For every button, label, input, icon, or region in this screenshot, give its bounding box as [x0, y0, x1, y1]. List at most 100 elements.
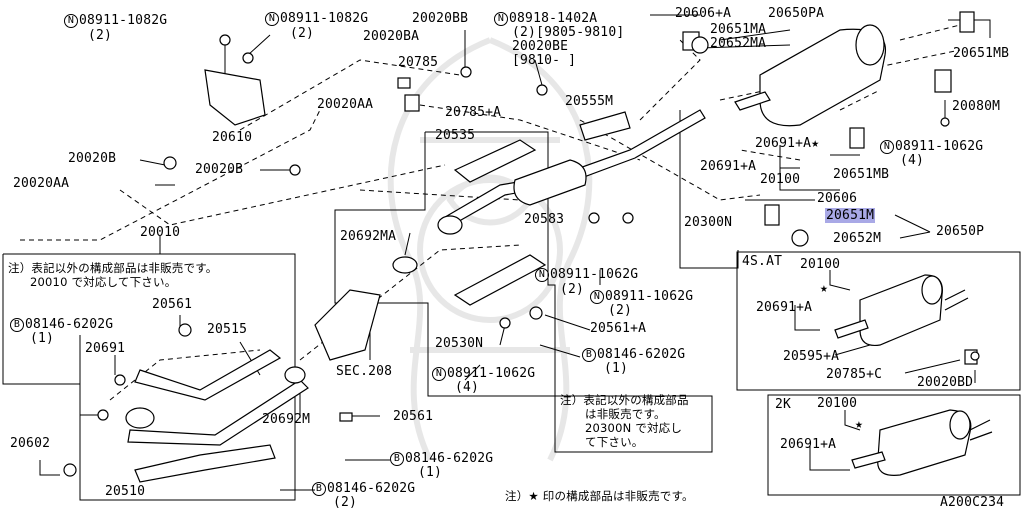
inset-2k-title: 2K [775, 397, 792, 412]
qty-08911-1062g-top: (4) [900, 153, 925, 168]
label-20610: 20610 [212, 130, 253, 145]
circle-n-mark: N [64, 14, 78, 28]
heat-shield-20510 [134, 444, 276, 483]
front-pipe-20515 [134, 349, 282, 401]
label-20650pa: 20650PA [768, 6, 825, 21]
label-20785-plus-a: 20785+A [445, 105, 502, 120]
label-20561-plus-a: 20561+A [590, 321, 647, 336]
inset-2k-20100: 20100 [817, 396, 858, 411]
circle-n-mark: N [880, 140, 894, 154]
heat-shield-20535 [453, 139, 537, 183]
label-20510: 20510 [105, 484, 146, 499]
circle-b-mark: B [10, 318, 24, 332]
label-20535: 20535 [435, 128, 476, 143]
qty-08146-6202g-b: (1) [604, 361, 629, 376]
circle-n-mark: N [535, 268, 549, 282]
label-20606-plus-a: 20606+A [675, 6, 732, 21]
part-number: 08146-6202G [25, 317, 114, 332]
circle-b-mark: B [582, 348, 596, 362]
resonator [513, 159, 587, 206]
center-frame [425, 131, 713, 453]
main-left-frame [2, 253, 296, 501]
part-number: 08911-1062G [895, 139, 984, 154]
inset-2k-20691-plus-a: 20691+A [780, 437, 837, 452]
label-20691: 20691 [85, 341, 126, 356]
label-20080m: 20080M [952, 99, 1001, 114]
label-20651mb-top: 20651MB [953, 46, 1010, 61]
part-number: 08146-6202G [327, 481, 416, 496]
label-20652ma: 20652MA [710, 36, 767, 51]
highlighted-part: 20651M [825, 208, 876, 223]
label-20300n: 20300N [684, 215, 733, 230]
label-20651mb-mid: 20651MB [833, 167, 890, 182]
label-20692ma: 20692MA [340, 229, 397, 244]
label-20651ma: 20651MA [710, 22, 767, 37]
qty-08911-1062g-2b: (2) [608, 303, 633, 318]
label-20020b-a: 20020B [68, 151, 117, 166]
inset-4sat-title: 4S.AT [742, 254, 783, 269]
label-20691-plus-a-mid: 20691+A [700, 159, 757, 174]
bracket-20610 [204, 69, 266, 126]
label-20602: 20602 [10, 436, 51, 451]
label-20652m: 20652M [833, 231, 882, 246]
inset-4sat-20595-plus-a: 20595+A [783, 349, 840, 364]
label-20020aa: 20020AA [317, 97, 374, 112]
qty-08911-1082g-b: (2) [290, 26, 315, 41]
diagram-code: A200C234 [940, 495, 1005, 510]
part-number: 08911-1062G [550, 267, 639, 282]
note-08918-1402a: (2)[9805-9810] [512, 25, 625, 40]
inset-4sat-20020bd: 20020BD [917, 375, 974, 390]
label-20020aa-left: 20020AA [13, 176, 70, 191]
label-20020ba: 20020BA [363, 29, 420, 44]
note-20020be: [9810- ] [512, 53, 577, 68]
circle-n-mark: N [432, 367, 446, 381]
label-20606: 20606 [817, 191, 858, 206]
label-20651m: 20651M [825, 208, 876, 223]
note-right-line3: 20300N で対応し [585, 421, 683, 435]
label-20785: 20785 [398, 55, 439, 70]
circle-n-mark: N [590, 290, 604, 304]
label-20530n: 20530N [435, 336, 484, 351]
part-number: 08911-1082G [280, 11, 369, 26]
part-number: 08146-6202G [405, 451, 494, 466]
part-number: 08911-1082G [79, 13, 168, 28]
part-number: 08911-1062G [447, 366, 536, 381]
label-20100: 20100 [760, 172, 801, 187]
note-right-line1: 注）表記以外の構成部品 [560, 393, 689, 407]
sec-frame [334, 132, 560, 397]
note-left-line2: 20010 で対応して下さい。 [30, 275, 177, 289]
note-left-line1: 注）表記以外の構成部品は非販売です。 [8, 261, 218, 275]
circle-b-mark: B [390, 452, 404, 466]
label-20020b-b: 20020B [195, 162, 244, 177]
star-mark: ★ [811, 136, 820, 151]
inset-4sat-20100: 20100 [800, 257, 841, 272]
qty-08146-6202g-a: (1) [30, 331, 55, 346]
label-20020be: 20020BE [512, 39, 569, 54]
gasket-20692ma [392, 256, 418, 274]
label-20020bb: 20020BB [412, 11, 469, 26]
qty-08911-1062g-4: (4) [455, 380, 480, 395]
circle-b-mark: B [312, 482, 326, 496]
heat-shield-20555m [579, 111, 631, 141]
label-20555m: 20555M [565, 94, 614, 109]
label-sec208: SEC.208 [336, 364, 393, 379]
qty-08146-6202g-c: (1) [418, 465, 443, 480]
label-20561-b: 20561 [393, 409, 434, 424]
label-20650p: 20650P [936, 224, 985, 239]
inset-4sat-star: ★ [820, 281, 829, 296]
circle-n-mark: N [265, 12, 279, 26]
part-number: 08918-1402A [509, 11, 598, 26]
inset-4sat-20691-plus-a: 20691+A [756, 300, 813, 315]
inset-4sat-frame [736, 251, 1021, 391]
note-right-line4: て下さい。 [585, 435, 644, 449]
inset-2k-frame [767, 394, 1021, 496]
inset-2k-star: ★ [855, 417, 864, 432]
inset-4sat-20785-plus-c: 20785+C [826, 367, 883, 382]
label-20583: 20583 [524, 212, 565, 227]
